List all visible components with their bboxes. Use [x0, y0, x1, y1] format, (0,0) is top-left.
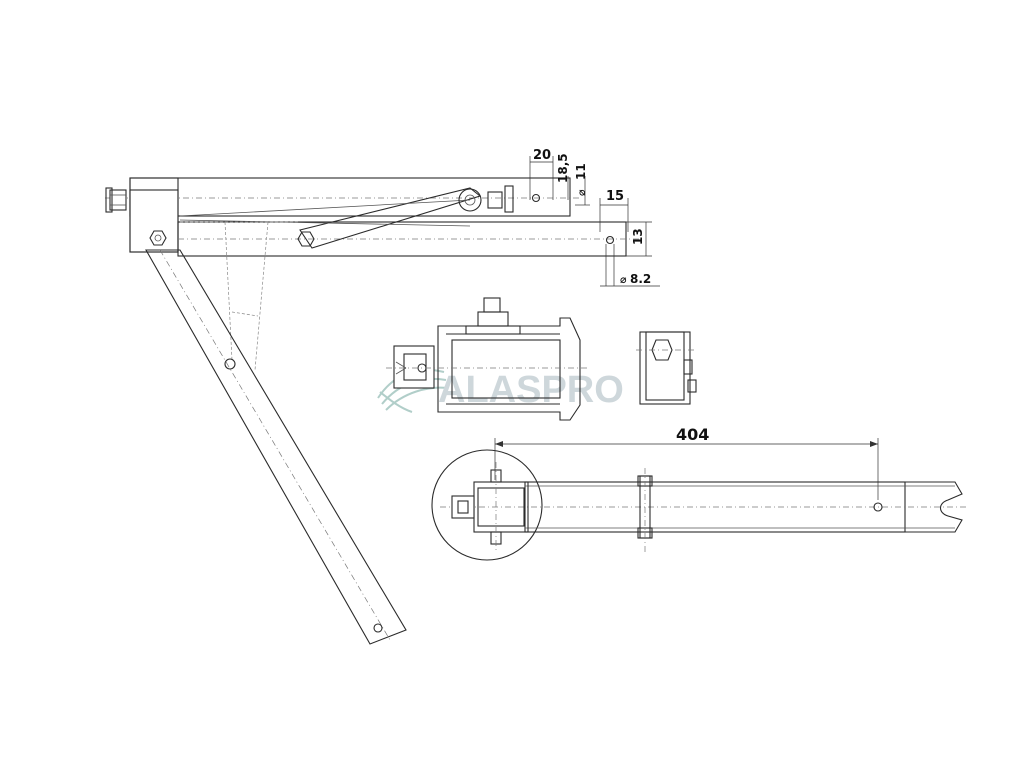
dim-diameter-symbol-2: ⌀ [620, 273, 627, 286]
plan-clamp-square [451, 495, 475, 519]
dim-diameter-symbol-1: ⌀ [575, 189, 588, 196]
plan-fork-end [905, 481, 963, 533]
plan-view: 404 [431, 425, 968, 561]
plan-hole [873, 502, 883, 512]
watermark-text: ALASPRO [438, 369, 624, 411]
dim-18-5: 18,5 [556, 153, 570, 183]
top-dimensions: 20 18,5 ⌀ 11 15 13 ⌀ 8.2 [529, 148, 660, 287]
dim-20: 20 [533, 148, 551, 163]
side-view-assembly [105, 177, 640, 645]
dim-8-2: 8.2 [630, 272, 651, 286]
dim-11: 11 [574, 163, 588, 180]
dim-404: 404 [676, 425, 709, 444]
leg-hole-mid [224, 358, 236, 370]
clamp-bolt-head-top [483, 297, 501, 313]
upper-rail [129, 177, 571, 217]
diagonal-leg [145, 249, 407, 645]
end-view-body [639, 331, 691, 405]
link-nut [297, 231, 315, 247]
plan-clamp-bolt-top [490, 469, 502, 483]
dim-13: 13 [631, 228, 645, 245]
pivot-roller [458, 188, 482, 212]
bar-end-hole [605, 235, 615, 245]
clamp-detail [386, 297, 590, 421]
end-nut [149, 230, 167, 246]
clamp-body [437, 317, 581, 421]
end-view [636, 331, 697, 405]
end-block [129, 189, 179, 253]
leg-hole-bottom [373, 623, 383, 633]
detail-circle [431, 449, 543, 561]
clamp-square-nut [393, 345, 435, 389]
clamp-inner-plate [451, 339, 561, 399]
dim-15: 15 [606, 189, 624, 204]
